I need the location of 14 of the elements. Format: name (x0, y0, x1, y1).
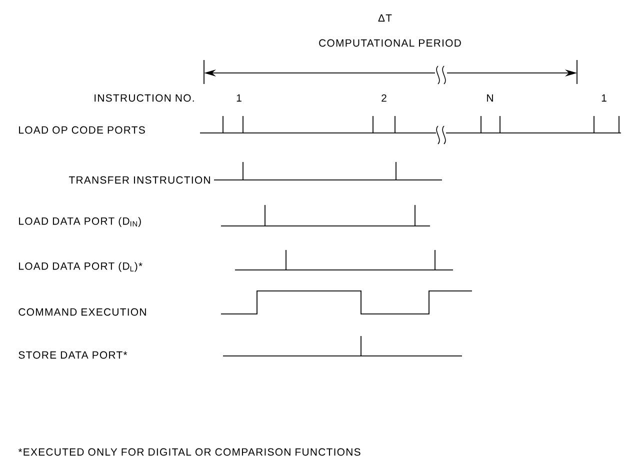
instruction-number: 2 (382, 94, 386, 102)
instruction-number: 1 (236, 94, 242, 102)
signal-label: TRANSFER INSTRUCTION (69, 176, 210, 184)
instruction-number: N (487, 94, 493, 102)
signal-label: LOAD OP CODE PORTS (19, 126, 145, 134)
signal-label: COMMAND EXECUTION (18, 308, 146, 316)
row-label: INSTRUCTION NO. (94, 94, 194, 102)
instruction-number: 1 (602, 94, 606, 102)
period-symbol: ΔT (378, 14, 392, 22)
signal-label: LOAD DATA PORT (D$_{IN}$) (19, 217, 141, 227)
period-label: COMPUTATIONAL PERIOD (319, 39, 461, 47)
signal-label: LOAD DATA PORT (D$_{L}$)* (19, 262, 142, 272)
signal-label: STORE DATA PORT* (18, 351, 128, 359)
footnote: *EXECUTED ONLY FOR DIGITAL OR COMPARISON FUNCTIONS (18, 448, 360, 456)
